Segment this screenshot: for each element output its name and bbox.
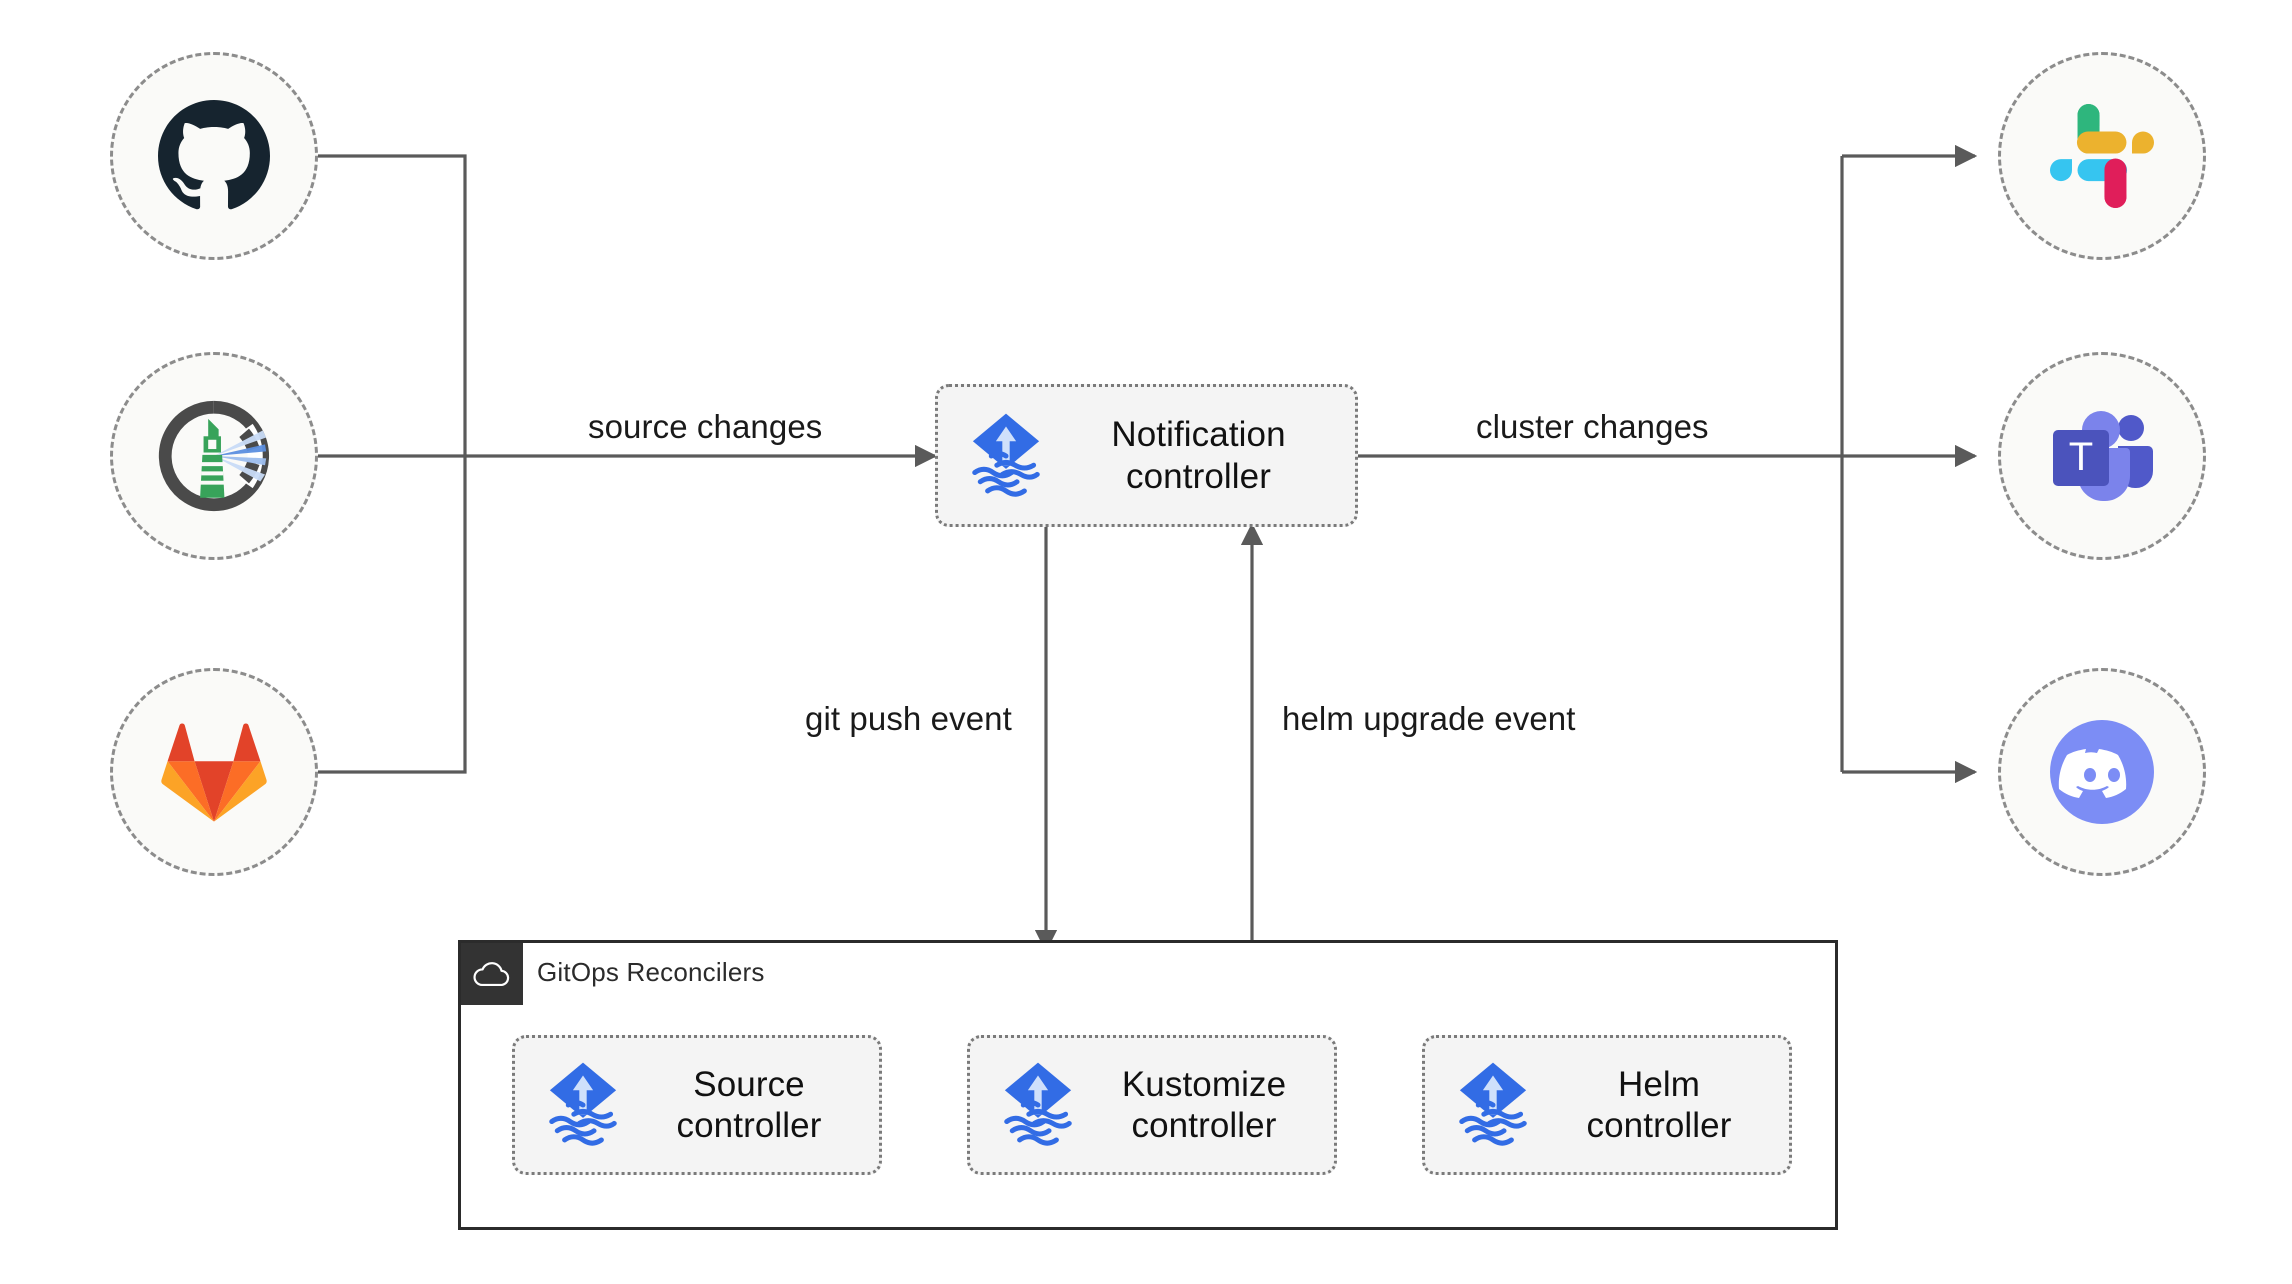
slack-icon (2001, 55, 2203, 257)
source-endpoint-gitea[interactable] (110, 352, 318, 560)
destination-endpoint-slack[interactable] (1998, 52, 2206, 260)
flux-icon (1447, 1059, 1539, 1151)
gitlab-icon (113, 671, 315, 873)
node-label: Kustomize controller (1121, 1064, 1287, 1145)
cloud-icon (461, 943, 523, 1005)
wire-sources-bus (318, 154, 467, 774)
edge-label-git-push-event: git push event (795, 698, 1022, 740)
edge-label-source-changes: source changes (578, 406, 833, 448)
flux-icon (992, 1059, 1084, 1151)
node-kustomize-controller[interactable]: Kustomize controller (967, 1035, 1337, 1175)
github-icon (113, 55, 315, 257)
destination-endpoint-discord[interactable] (1998, 668, 2206, 876)
svg-text:T: T (2069, 435, 2093, 479)
node-label: Notification controller (1111, 415, 1286, 496)
gitea-lighthouse-icon (113, 355, 315, 557)
node-source-controller[interactable]: Source controller (512, 1035, 882, 1175)
node-helm-controller[interactable]: Helm controller (1422, 1035, 1792, 1175)
flux-icon (537, 1059, 629, 1151)
flux-icon (960, 410, 1052, 502)
discord-icon (2001, 671, 2203, 873)
source-endpoint-gitlab[interactable] (110, 668, 318, 876)
edge-label-helm-upgrade-event: helm upgrade event (1272, 698, 1586, 740)
edge-label-cluster-changes: cluster changes (1466, 406, 1719, 448)
node-label: Helm controller (1586, 1064, 1732, 1145)
node-notification-controller[interactable]: Notification controller (935, 384, 1358, 527)
source-endpoint-github[interactable] (110, 52, 318, 260)
node-label: Source controller (676, 1064, 822, 1145)
teams-icon: T (2001, 355, 2203, 557)
group-title: GitOps Reconcilers (537, 957, 765, 987)
destination-endpoint-teams[interactable]: T (1998, 352, 2206, 560)
